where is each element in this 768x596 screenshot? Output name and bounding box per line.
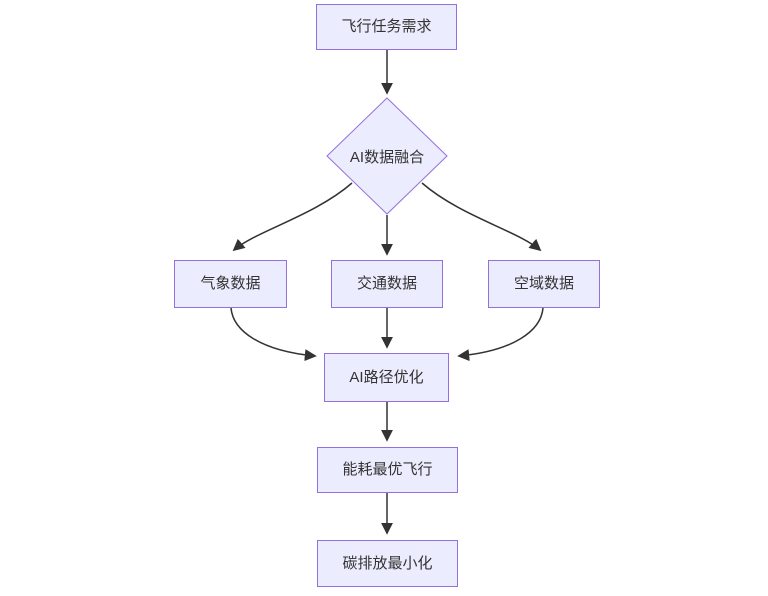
node-airspace-data: 空域数据 bbox=[488, 260, 600, 308]
node-carbon-emission-minimization: 碳排放最小化 bbox=[317, 540, 458, 587]
node-ai-data-fusion-label: AI数据融合 bbox=[349, 148, 425, 166]
node-airspace-data-label: 空域数据 bbox=[513, 275, 574, 292]
node-ai-path-optimization: AI路径优化 bbox=[324, 353, 449, 402]
edge-fusion-to-airspace bbox=[421, 182, 542, 252]
node-energy-optimal-flight: 能耗最优飞行 bbox=[317, 447, 458, 493]
node-traffic-data: 交通数据 bbox=[331, 260, 443, 308]
node-traffic-data-label: 交通数据 bbox=[356, 275, 417, 292]
node-weather-data-label: 气象数据 bbox=[200, 275, 261, 292]
node-energy-optimal-flight-label: 能耗最优飞行 bbox=[342, 461, 433, 478]
node-ai-data-fusion: AI数据融合 bbox=[327, 98, 447, 214]
edge-weather-to-aipath bbox=[230, 307, 317, 362]
edge-airspace-to-aipath bbox=[457, 307, 544, 362]
edge-fusion-to-weather bbox=[232, 182, 353, 252]
node-carbon-emission-minimization-label: 碳排放最小化 bbox=[342, 554, 433, 572]
node-ai-path-optimization-label: AI路径优化 bbox=[349, 368, 424, 386]
node-flight-mission: 飞行任务需求 bbox=[316, 4, 457, 50]
node-flight-mission-label: 飞行任务需求 bbox=[341, 18, 432, 35]
node-ai-data-fusion-shape bbox=[326, 97, 448, 215]
node-weather-data: 气象数据 bbox=[174, 260, 287, 308]
